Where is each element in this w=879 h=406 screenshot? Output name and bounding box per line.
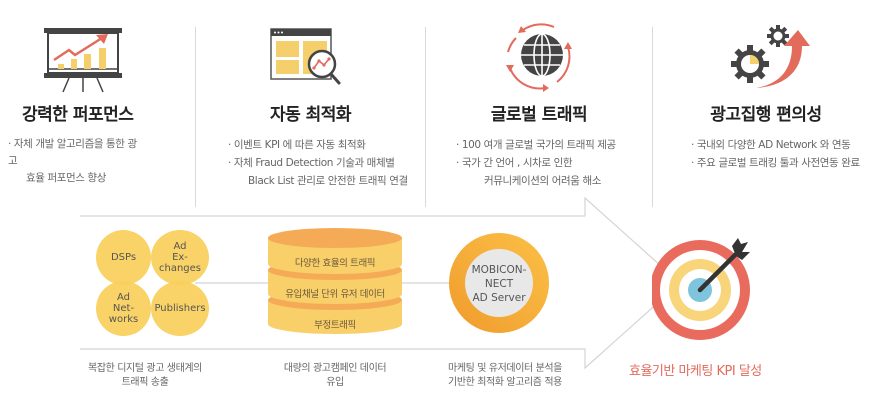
column-divider xyxy=(425,27,426,207)
db-layer-traffic: 다양한 효율의 트래픽 xyxy=(294,258,376,269)
db-layer-fraud: 부정트래픽 xyxy=(314,320,356,331)
ecosystem-caption: 복잡한 디지털 광고 생태계의 트래픽 송출 xyxy=(88,363,202,388)
kpi-result-caption: 효율기반 마케팅 KPI 달성 xyxy=(629,364,762,379)
column-divider xyxy=(652,27,653,207)
database-caption: 대량의 광고캠페인 데이터 유입 xyxy=(283,363,387,388)
feature-auto-optimization: 자동 최적화 · 이벤트 KPI 에 따른 자동 최적화 · 자체 Fraud … xyxy=(196,0,425,210)
feature-description: · 100 여개 글로벌 국가의 트래픽 제공 · 국가 간 언어 , 시차로 … xyxy=(456,139,616,187)
feature-description: · 국내외 다양한 AD Network 와 연동 · 주요 글로벌 트래킹 툴… xyxy=(691,139,860,169)
column-divider xyxy=(195,27,196,207)
database-stack: 다양한 효율의 트래픽 유입채널 단위 유저 데이터 부정트래픽 xyxy=(268,228,402,338)
dashboard-magnifier-icon xyxy=(270,28,350,92)
ring-icon xyxy=(449,233,549,333)
bubble-dsps: DSPs xyxy=(96,230,151,285)
ad-server-ring: MOBICON- NECT AD Server xyxy=(449,233,549,333)
database-icon xyxy=(268,228,402,334)
feature-ad-convenience: 광고집행 편의성 · 국내외 다양한 AD Network 와 연동 · 주요 … xyxy=(653,0,879,210)
feature-description: · 이벤트 KPI 에 따른 자동 최적화 · 자체 Fraud Detecti… xyxy=(228,139,408,187)
feature-title: 자동 최적화 xyxy=(269,105,352,125)
globe-refresh-icon xyxy=(502,18,576,96)
feature-performance: 강력한 퍼포먼스 · 자체 개발 알고리즘을 통한 광 고 효율 퍼포먼스 향상 xyxy=(0,0,195,210)
ad-server-caption: 마케팅 및 유저데이터 분석을 기반한 최적화 알고리즘 적용 xyxy=(448,363,562,388)
ad-server-label: MOBICON- NECT AD Server xyxy=(471,264,527,304)
target-arrow-icon xyxy=(652,238,750,340)
gears-growth-icon xyxy=(730,24,810,94)
db-layer-user-data: 유입채널 단위 유저 데이터 xyxy=(285,289,385,300)
feature-description: · 자체 개발 알고리즘을 통한 광 고 효율 퍼포먼스 향상 xyxy=(8,138,137,184)
feature-title: 글로벌 트래픽 xyxy=(490,105,588,125)
feature-global-traffic: 글로벌 트래픽 · 100 여개 글로벌 국가의 트래픽 제공 · 국가 간 언… xyxy=(426,0,652,210)
bubble-publishers: Publishers xyxy=(151,281,209,336)
feature-title: 광고집행 편의성 xyxy=(710,105,822,125)
presentation-chart-icon xyxy=(44,26,124,98)
feature-title: 강력한 퍼포먼스 xyxy=(22,105,134,125)
